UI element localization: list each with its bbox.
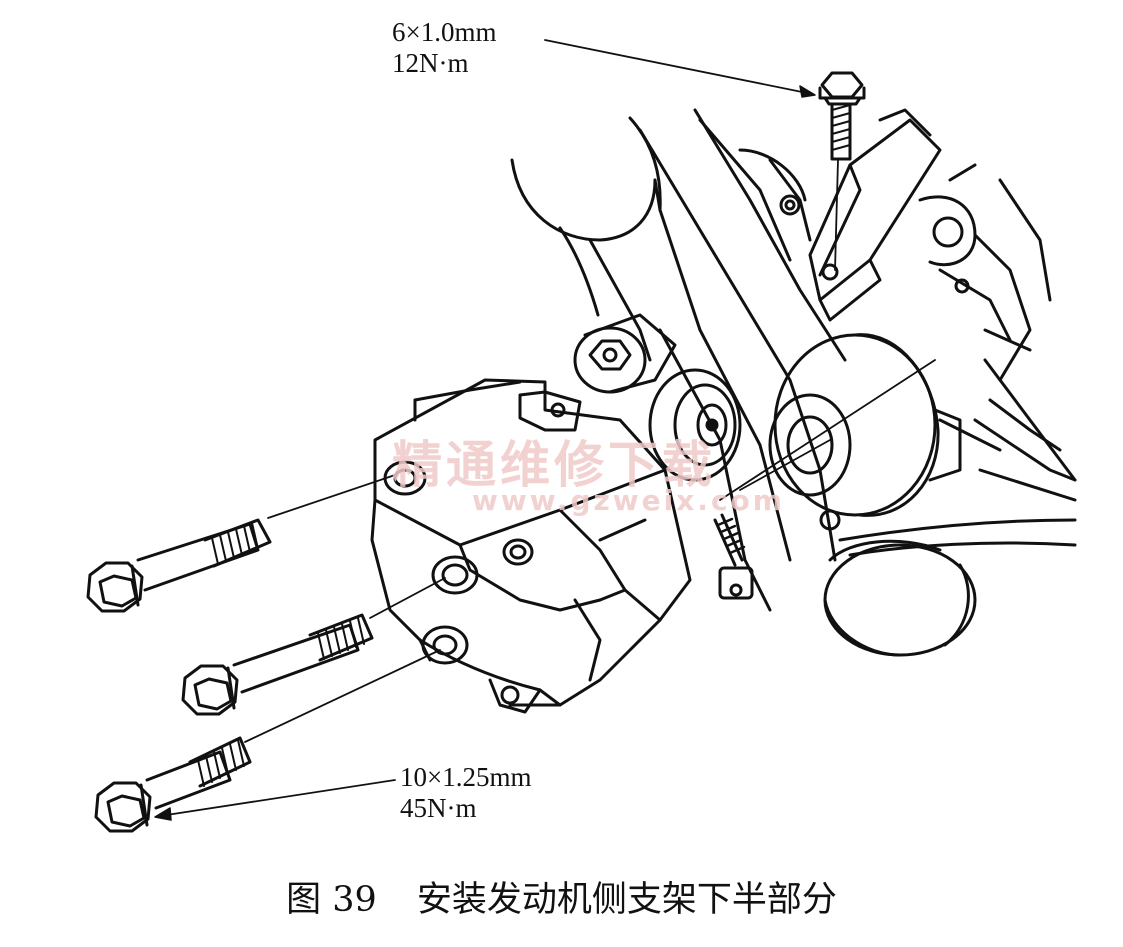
callout-top-torque: 12N·m [392,48,469,78]
engine-pulley [573,313,677,394]
callout-bottom-size: 10×1.25mm [400,762,532,792]
callout-leaders [159,39,813,817]
arrowhead-top [799,85,816,98]
callout-bottom-torque: 45N·m [400,793,477,823]
bolt-6x1-0 [818,71,866,161]
watermark-chinese: 精通维修下载 [392,436,716,494]
figure-caption: 图 39 安装发动机侧支架下半部分 [0,878,1123,922]
watermark-url: www.gzweix.com [472,484,785,517]
assembly-guide-lines [244,159,936,743]
drive-belt [638,108,1077,612]
figure-title: 安装发动机侧支架下半部分 [416,880,837,920]
callout-top-size: 6×1.0mm [392,17,497,47]
side-bracket-lower-half [370,378,692,714]
crankshaft-pulley [768,333,962,517]
callout-top: 6×1.0mm 12N·m [392,17,496,79]
arrowhead-bottom [154,807,172,821]
figure-number: 图 39 [286,880,377,920]
bolt-10x1-25-bottom [94,736,252,833]
engine-block [510,108,1077,502]
bolt-10x1-25-top [86,518,272,613]
tensioner-assembly [648,368,754,600]
callout-bottom: 10×1.25mm 45N·m [400,762,531,824]
bolt-10x1-25-middle [181,613,374,716]
idler-roller [819,509,977,657]
